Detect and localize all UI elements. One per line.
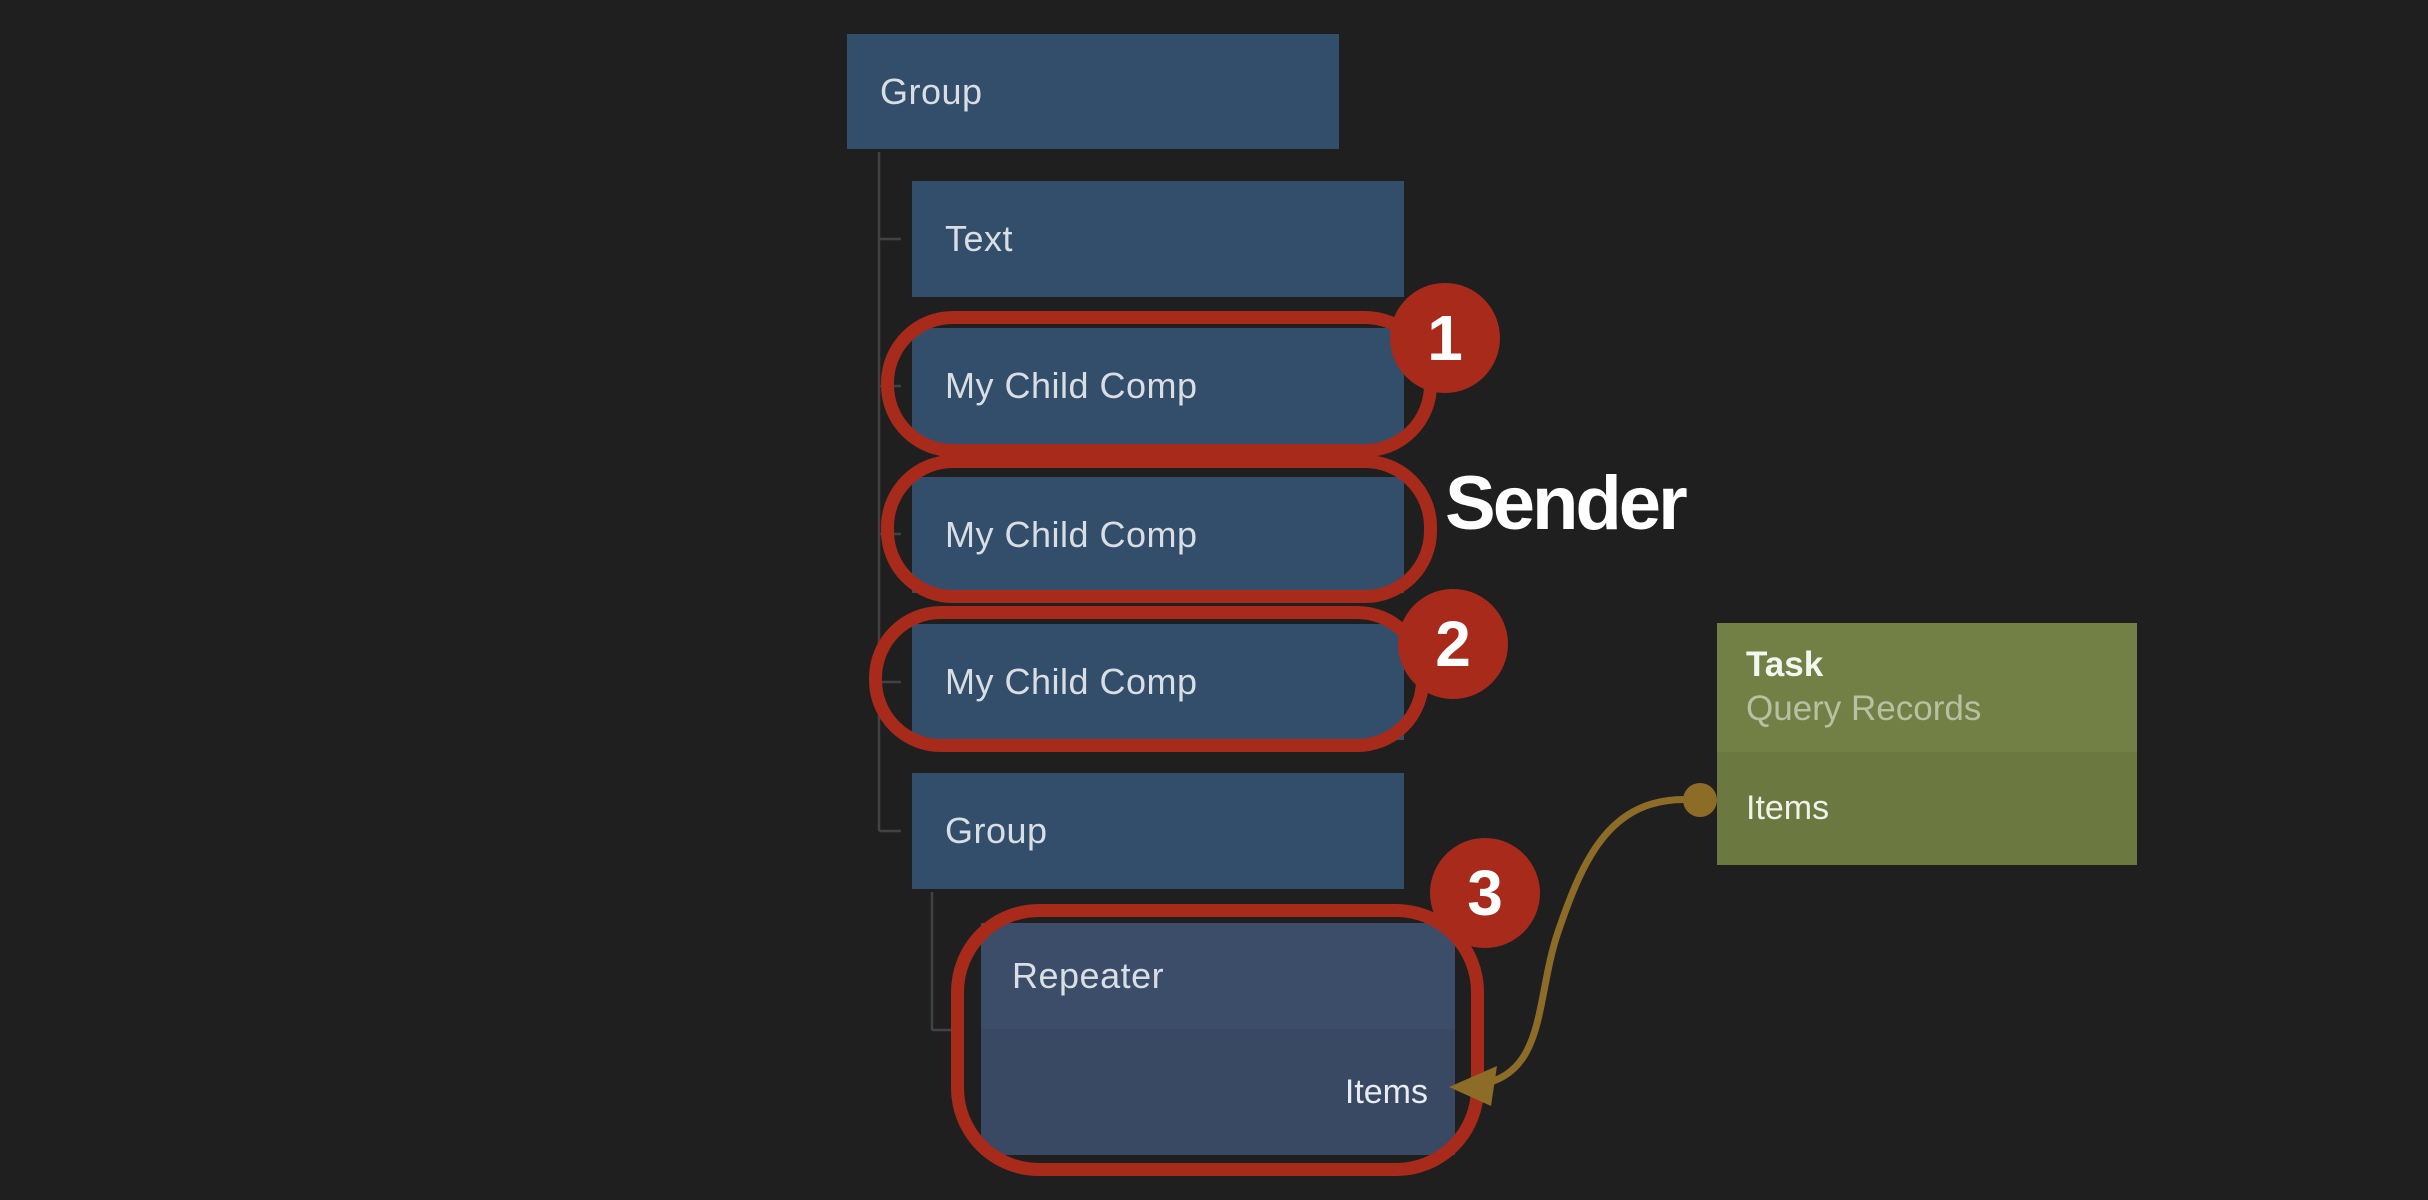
badge-number: 2 <box>1435 608 1471 680</box>
node-label: My Child Comp <box>945 514 1198 555</box>
tree-node-group-child[interactable]: Group <box>912 773 1404 889</box>
annotation-outline-2 <box>881 455 1437 603</box>
tree-node-my-child-comp-1[interactable]: My Child Comp <box>912 328 1404 444</box>
node-label: Group <box>945 810 1048 851</box>
tree-node-group-root[interactable]: Group <box>847 34 1339 149</box>
task-subtitle: Query Records <box>1746 689 1982 728</box>
node-label: My Child Comp <box>945 661 1198 702</box>
sender-annotation-label: Sender <box>1445 461 1688 546</box>
tree-node-my-child-comp-2[interactable]: My Child Comp <box>912 477 1404 593</box>
tree-node-my-child-comp-3[interactable]: My Child Comp <box>912 624 1404 740</box>
task-items-port[interactable]: Items <box>1717 752 2137 865</box>
port-dot-icon <box>1683 783 1717 817</box>
badge-number: 3 <box>1467 857 1503 929</box>
port-label: Items <box>1746 789 1830 827</box>
badge-number: 1 <box>1427 302 1463 374</box>
annotation-badge-1: 1 <box>1390 283 1500 393</box>
annotation-badge-2: 2 <box>1398 589 1508 699</box>
task-node[interactable]: Task Query Records Items <box>1717 623 2137 865</box>
node-label: My Child Comp <box>945 365 1198 406</box>
annotation-outline-1 <box>881 311 1437 457</box>
annotation-outline-repeater <box>951 904 1484 1176</box>
task-title: Task <box>1746 645 1824 684</box>
tree-node-text[interactable]: Text <box>912 181 1404 297</box>
annotation-outline-3 <box>869 606 1429 752</box>
annotation-badge-3: 3 <box>1430 838 1540 948</box>
node-label: Group <box>880 70 983 112</box>
repeater-header: Repeater <box>981 923 1455 1029</box>
task-node-header: Task Query Records <box>1717 623 2137 752</box>
node-label: Text <box>945 218 1014 259</box>
